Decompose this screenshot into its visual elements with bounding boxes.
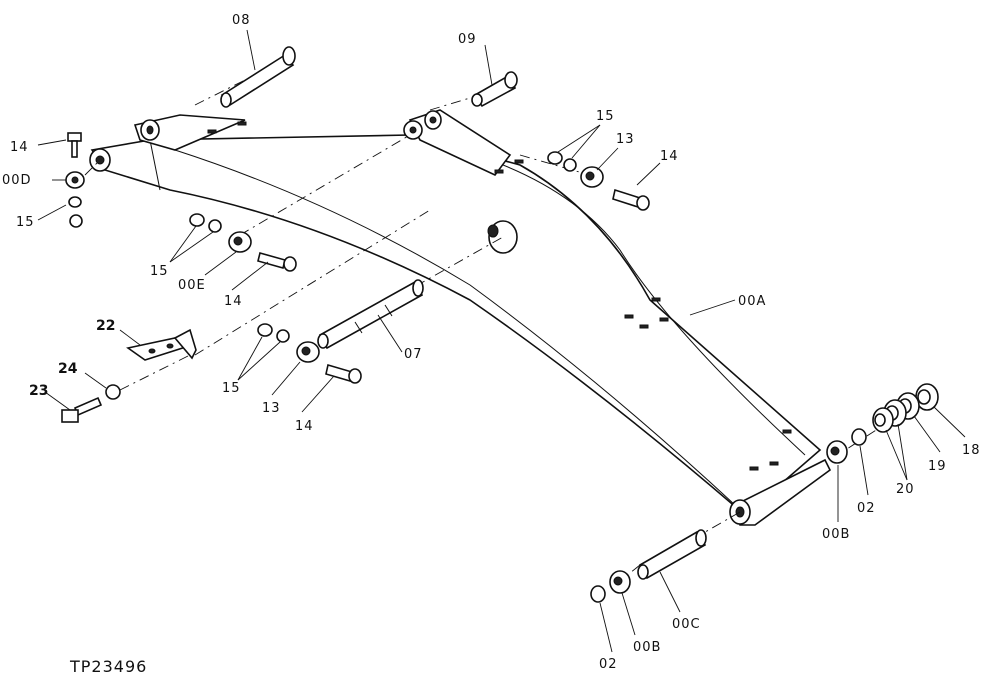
callout-14-low: 14 xyxy=(295,419,314,434)
callout-20: 20 xyxy=(896,482,915,497)
callout-15-low: 15 xyxy=(222,381,241,396)
right-washer-stack xyxy=(826,383,939,464)
callout-00C: 00C xyxy=(672,617,701,632)
callout-09: 09 xyxy=(458,32,477,47)
left-hardware-stack xyxy=(65,132,85,228)
callout-08: 08 xyxy=(232,13,251,28)
callout-15-top-right: 15 xyxy=(596,109,615,124)
pin-08 xyxy=(220,46,296,108)
callout-02-bottom: 02 xyxy=(599,657,618,672)
pin-00C-and-hardware xyxy=(590,529,707,603)
callout-19: 19 xyxy=(928,459,947,474)
lower-center-hardware xyxy=(257,323,362,384)
boom-00A xyxy=(89,109,832,526)
callout-15-left: 15 xyxy=(16,215,35,230)
pin-07 xyxy=(317,279,424,350)
center-left-hardware xyxy=(189,213,297,272)
leader-lines xyxy=(37,29,966,653)
callout-00B-right: 00B xyxy=(822,527,850,542)
callout-24: 24 xyxy=(58,361,78,377)
washer-24-bolt-23 xyxy=(61,384,121,423)
callout-13-low: 13 xyxy=(262,401,281,416)
boom-slot-marks xyxy=(207,121,792,471)
callout-07: 07 xyxy=(404,347,423,362)
callout-23: 23 xyxy=(29,383,48,399)
callout-13-top: 13 xyxy=(616,132,635,147)
callout-15-mid: 15 xyxy=(150,264,169,279)
callout-labels: 08 09 14 00D 15 15 13 14 15 00E 14 00A 2… xyxy=(2,13,981,672)
callout-14-top-right: 14 xyxy=(660,149,679,164)
callout-22: 22 xyxy=(96,318,115,334)
callout-02-right: 02 xyxy=(857,501,876,516)
callout-14-mid: 14 xyxy=(224,294,243,309)
callout-00A: 00A xyxy=(738,294,766,309)
figure-id: TP23496 xyxy=(69,657,147,676)
top-right-hardware xyxy=(547,151,650,211)
callout-00D: 00D xyxy=(2,173,32,188)
callout-00B-bottom: 00B xyxy=(633,640,661,655)
bracket-22 xyxy=(126,328,197,361)
callout-00E: 00E xyxy=(178,278,206,293)
callout-14-left: 14 xyxy=(10,140,29,155)
callout-18: 18 xyxy=(962,443,981,458)
pin-09 xyxy=(471,71,518,108)
